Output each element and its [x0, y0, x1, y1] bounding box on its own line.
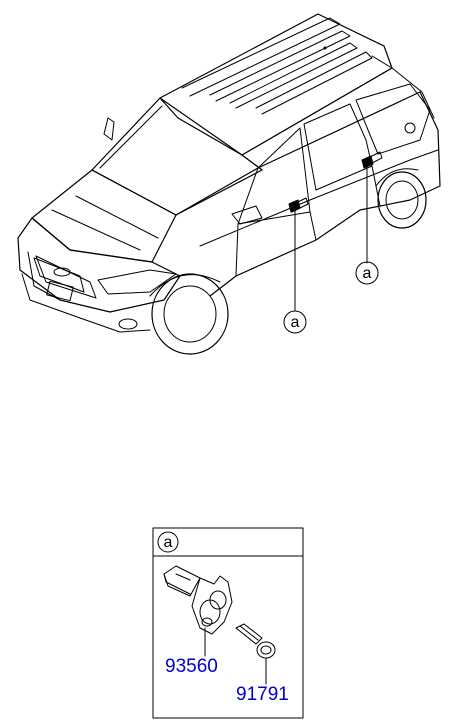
callout-a-rear-label: a	[363, 265, 372, 282]
part-number-93560[interactable]: 93560	[165, 656, 218, 677]
screw-part	[235, 623, 276, 659]
detail-box	[152, 527, 304, 719]
detail-box-callout-label: a	[164, 534, 173, 551]
callout-a-rear	[355, 261, 379, 285]
vehicle-illustration	[17, 13, 441, 355]
part-number-91791[interactable]: 91791	[236, 684, 289, 705]
detail-box-callout	[157, 531, 179, 553]
door-switch-part	[163, 565, 233, 635]
callout-a-front	[283, 310, 307, 334]
callout-a-front-label: a	[291, 314, 300, 331]
door-switch-marker-front	[288, 199, 301, 213]
